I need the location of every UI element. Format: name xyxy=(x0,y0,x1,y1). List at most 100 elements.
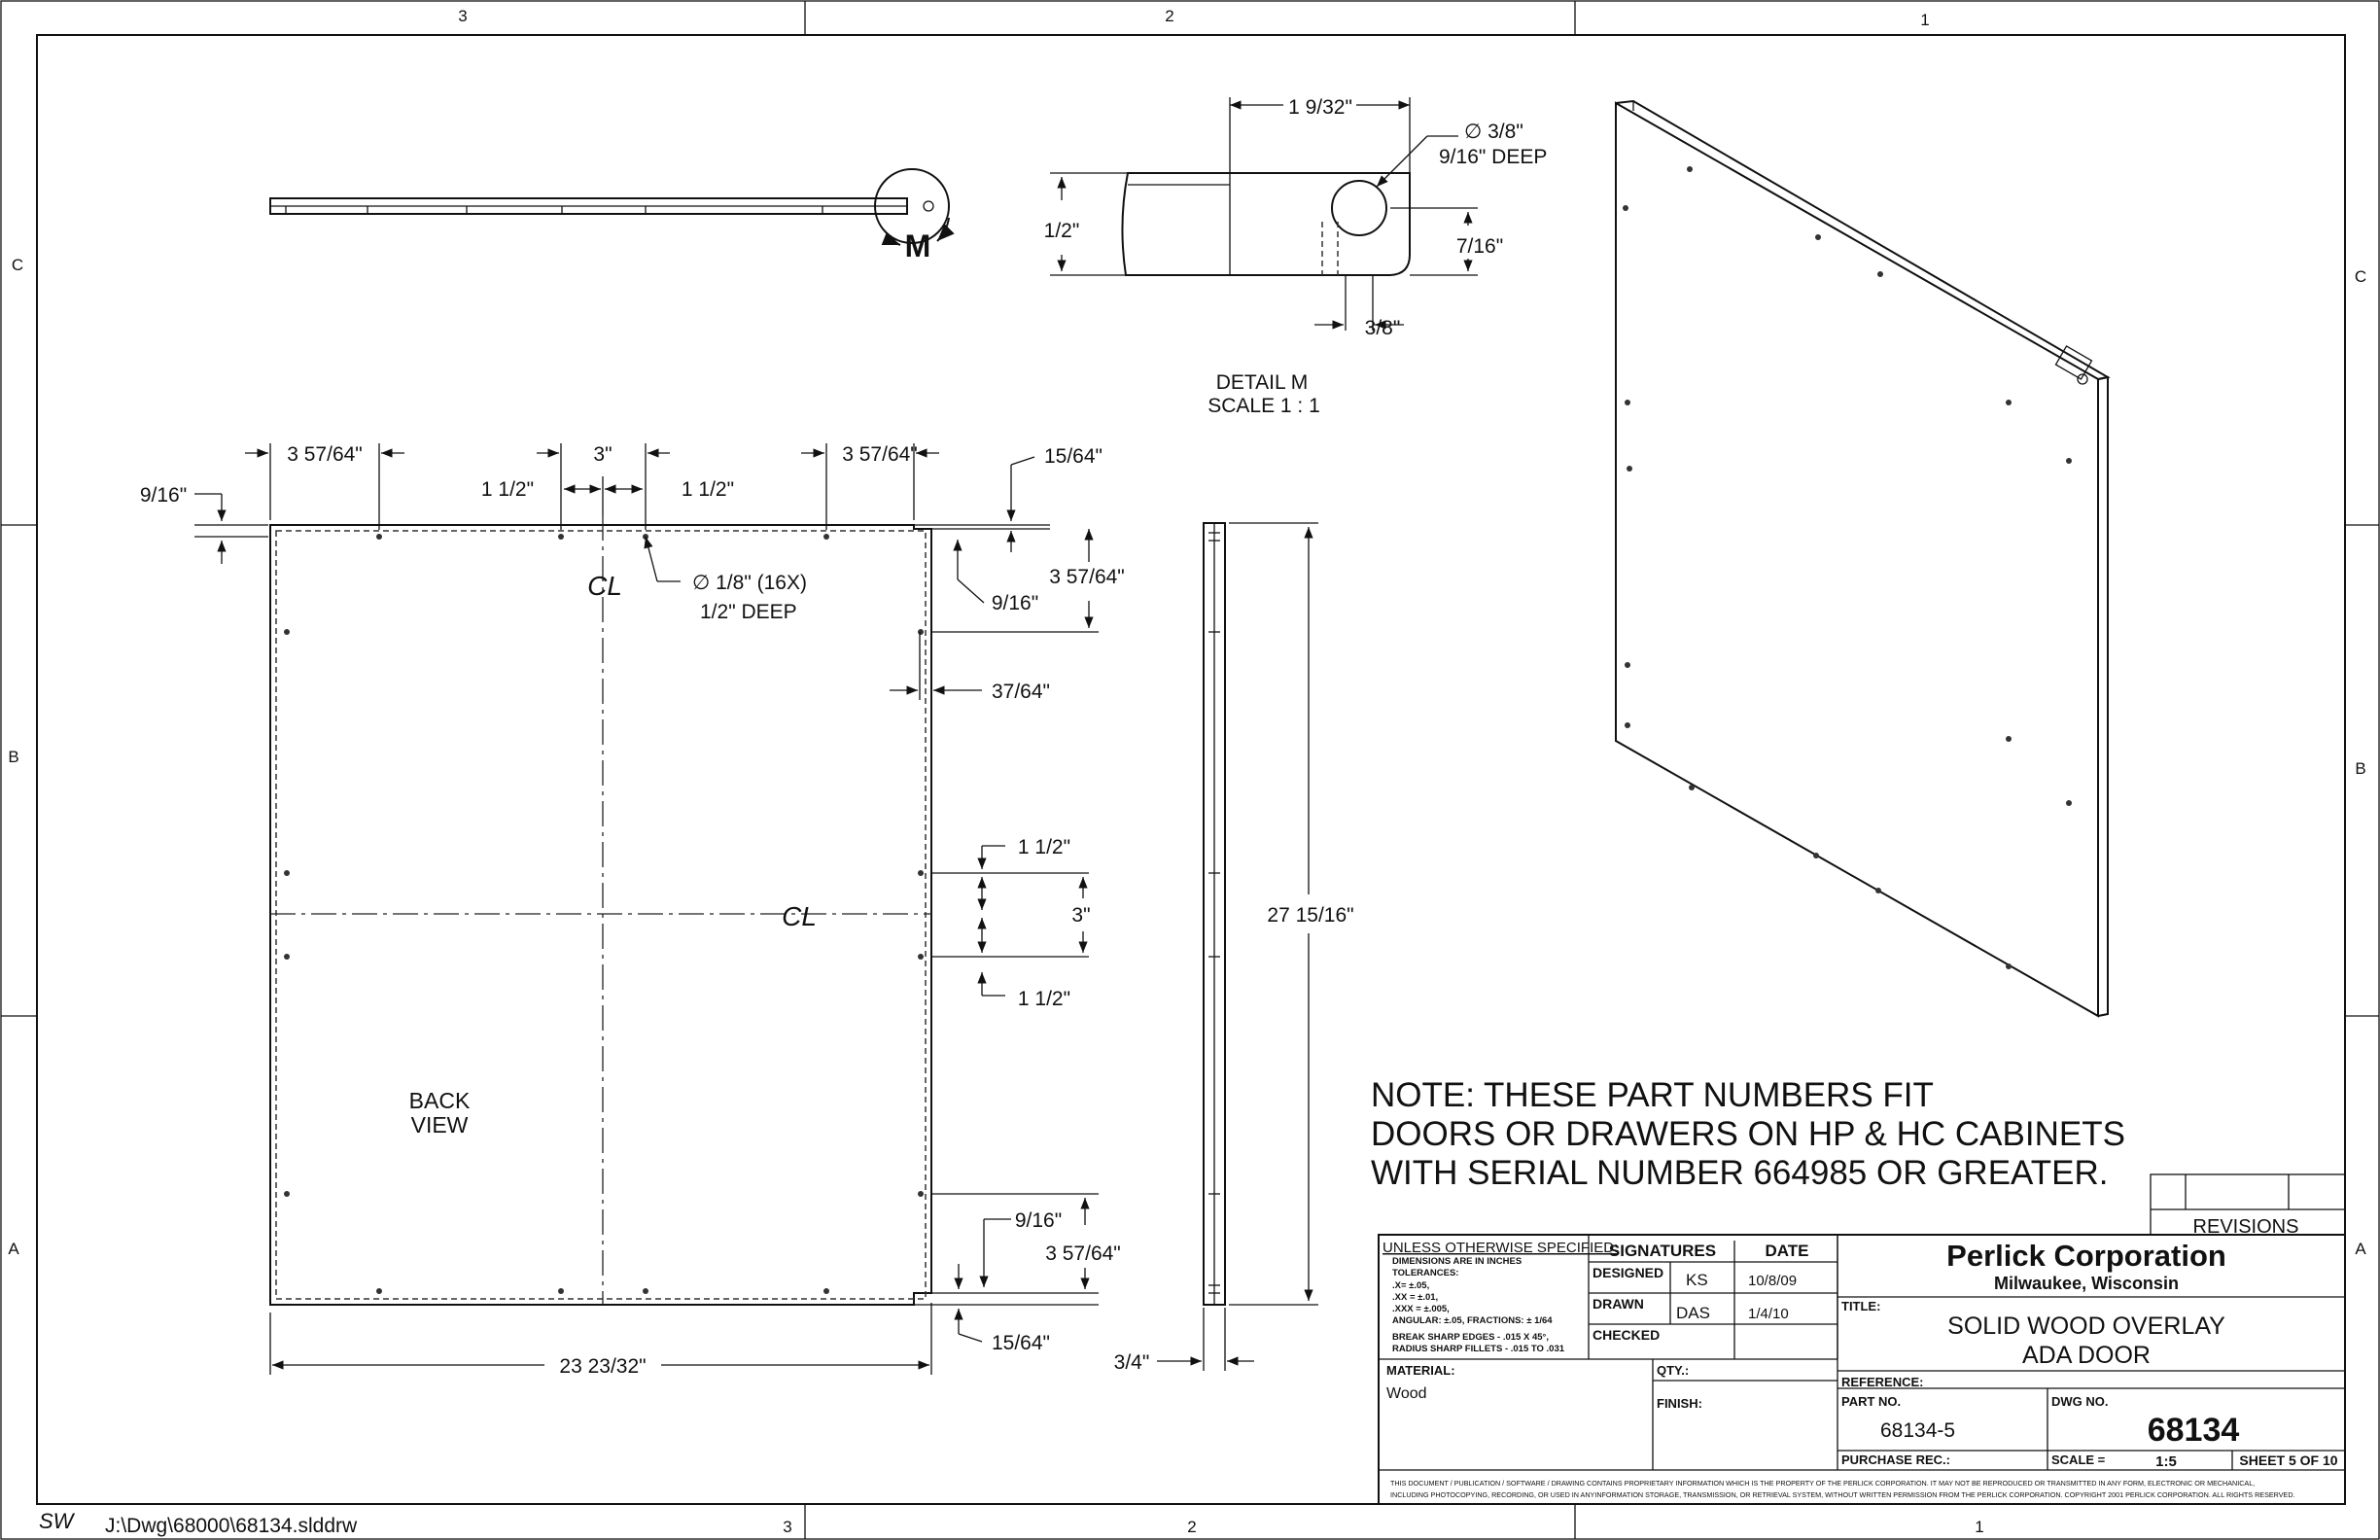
drawing-title-1: SOLID WOOD OVERLAY xyxy=(1947,1312,2225,1340)
zone-bottom-1: 1 xyxy=(1975,1518,1983,1536)
company-name: Perlick Corporation xyxy=(1946,1239,2226,1273)
zone-right-b: B xyxy=(2355,759,2365,778)
dim-1-1-2-upper: 1 1/2" xyxy=(1018,836,1070,858)
side-dim-height: 27 15/16" xyxy=(1267,904,1353,927)
designed-label: DESIGNED xyxy=(1592,1265,1663,1280)
hole-note-2: 1/2" DEEP xyxy=(700,601,797,623)
dim-15-64-bottom: 15/64" xyxy=(992,1332,1050,1354)
dim-9-16-left: 9/16" xyxy=(140,484,187,507)
zone-top-3: 3 xyxy=(458,7,467,25)
drawing-title-2: ADA DOOR xyxy=(2022,1342,2151,1369)
zone-top-1: 1 xyxy=(1920,11,1929,29)
zone-top-2: 2 xyxy=(1165,7,1173,25)
qty-label: QTY.: xyxy=(1657,1363,1689,1378)
part-no-value: 68134-5 xyxy=(1880,1419,1955,1442)
dim-left-top: 3 57/64" xyxy=(287,443,363,466)
detail-hole-depth: 9/16" DEEP xyxy=(1439,146,1547,168)
material-label: MATERIAL: xyxy=(1386,1363,1455,1378)
detail-dim-hole-height: 7/16" xyxy=(1456,235,1503,258)
reference-label: REFERENCE: xyxy=(1841,1375,1924,1389)
note-block: NOTE: THESE PART NUMBERS FIT DOORS OR DR… xyxy=(1371,1076,2125,1192)
centerline-symbol-mid: CL xyxy=(782,901,817,931)
tol-line-7: BREAK SHARP EDGES - .015 X 45°, xyxy=(1392,1332,1549,1343)
zone-right-a: A xyxy=(2355,1240,2366,1258)
detail-dim-width: 1 9/32" xyxy=(1288,96,1352,119)
disclaimer-line-2: INCLUDING PHOTOCOPYING, RECORDING, OR US… xyxy=(1390,1490,2295,1499)
zone-bottom-3: 3 xyxy=(783,1518,791,1536)
detail-dim-hole-offset: 3/8" xyxy=(1365,317,1401,339)
hole-note-1: ∅ 1/8" (16X) xyxy=(692,572,807,594)
dim-1-1-2-lower: 1 1/2" xyxy=(1018,988,1070,1010)
file-path: SW J:\Dwg\68000\68134.slddrw xyxy=(39,1509,358,1537)
detail-callout-label: M xyxy=(905,228,931,263)
dim-3-mid: 3" xyxy=(1071,904,1090,927)
sw-mark: SW xyxy=(39,1509,76,1533)
dim-3-57-64-right-top: 3 57/64" xyxy=(1049,566,1125,588)
side-view: 27 15/16" 3/4" xyxy=(1114,522,1354,1374)
note-line-2: DOORS OR DRAWERS ON HP & HC CABINETS xyxy=(1371,1115,2125,1153)
dwg-no-value: 68134 xyxy=(2148,1412,2240,1449)
zone-right-c: C xyxy=(2355,267,2366,286)
back-view-label-1: BACK xyxy=(409,1088,471,1113)
zone-left-c: C xyxy=(12,256,23,274)
tol-line-1: DIMENSIONS ARE IN INCHES xyxy=(1392,1256,1522,1267)
tol-line-6: ANGULAR: ±.05, FRACTIONS: ± 1/64 xyxy=(1392,1315,1553,1326)
material-value: Wood xyxy=(1386,1385,1427,1402)
revisions-label: REVISIONS xyxy=(2193,1216,2299,1238)
tol-line-5: .XXX = ±.005, xyxy=(1392,1304,1450,1314)
checked-label: CHECKED xyxy=(1592,1327,1660,1343)
dim-37-64: 37/64" xyxy=(992,681,1050,703)
scale-value: 1:5 xyxy=(2155,1453,2177,1470)
finish-label: FINISH: xyxy=(1657,1396,1702,1411)
disclaimer-line-1: THIS DOCUMENT / PUBLICATION / SOFTWARE /… xyxy=(1390,1479,2255,1488)
dim-9-16-bottom: 9/16" xyxy=(1015,1209,1062,1232)
tol-line-2: TOLERANCES: xyxy=(1392,1268,1458,1278)
sheet-number: SHEET 5 OF 10 xyxy=(2239,1452,2337,1468)
drawn-by: DAS xyxy=(1676,1304,1710,1322)
dim-overall-width: 23 23/32" xyxy=(559,1355,646,1378)
dim-3-57-64-bottom: 3 57/64" xyxy=(1045,1242,1121,1265)
purchase-label: PURCHASE REC.: xyxy=(1841,1452,1950,1467)
date-header: DATE xyxy=(1765,1242,1808,1260)
drawing-file-path: J:\Dwg\68000\68134.slddrw xyxy=(105,1515,358,1537)
signatures-header: SIGNATURES xyxy=(1609,1242,1716,1260)
dim-mid-top: 3" xyxy=(593,443,612,466)
dim-15-64-top: 15/64" xyxy=(1044,445,1102,468)
zone-labels: 3 2 1 3 2 1 C B A C B A xyxy=(8,7,2366,1536)
dim-9-16-right-top: 9/16" xyxy=(992,592,1038,614)
scale-label: SCALE = xyxy=(2051,1452,2106,1467)
centerline-symbol-top: CL xyxy=(587,571,622,601)
detail-hole-dia: ∅ 3/8" xyxy=(1464,121,1523,143)
back-view: BACK VIEW CL CL 3 57/64" 3" 3 57/64" 1 1… xyxy=(140,443,1125,1378)
dim-right-top: 3 57/64" xyxy=(842,443,918,466)
note-line-3: WITH SERIAL NUMBER 664985 OR GREATER. xyxy=(1371,1154,2109,1192)
zone-left-b: B xyxy=(8,748,18,766)
note-line-1: NOTE: THESE PART NUMBERS FIT xyxy=(1371,1076,1934,1114)
company-city: Milwaukee, Wisconsin xyxy=(1994,1274,2179,1293)
detail-m-view: 1 9/32" ∅ 3/8" 9/16" DEEP 1/2" 7/16" 3/8… xyxy=(1044,96,1548,417)
drawn-date: 1/4/10 xyxy=(1748,1306,1789,1322)
unless-label: UNLESS OTHERWISE SPECIFIED: xyxy=(1382,1240,1618,1256)
zone-left-a: A xyxy=(8,1240,19,1258)
detail-dim-height: 1/2" xyxy=(1044,220,1080,242)
isometric-view xyxy=(1615,99,2111,1018)
dwg-no-label: DWG NO. xyxy=(2051,1394,2109,1409)
drawn-label: DRAWN xyxy=(1592,1296,1644,1312)
back-view-label-2: VIEW xyxy=(411,1112,469,1138)
designed-by: KS xyxy=(1686,1271,1708,1289)
part-no-label: PART NO. xyxy=(1841,1394,1901,1409)
title-label: TITLE: xyxy=(1841,1299,1880,1313)
tol-line-4: .XX = ±.01, xyxy=(1392,1292,1438,1303)
tol-line-8: RADIUS SHARP FILLETS - .015 TO .031 xyxy=(1392,1344,1565,1354)
designed-date: 10/8/09 xyxy=(1748,1273,1797,1289)
dim-half-left: 1 1/2" xyxy=(481,478,534,501)
detail-scale: SCALE 1 : 1 xyxy=(1208,395,1320,417)
detail-title: DETAIL M xyxy=(1216,371,1309,394)
top-view: M xyxy=(269,168,955,263)
dim-half-right: 1 1/2" xyxy=(682,478,734,501)
title-block: REVISIONS UNLESS OTHERWISE SPECIFIED: DI… xyxy=(1378,1173,2346,1505)
zone-bottom-2: 2 xyxy=(1187,1518,1196,1536)
side-dim-thickness: 3/4" xyxy=(1114,1351,1150,1374)
